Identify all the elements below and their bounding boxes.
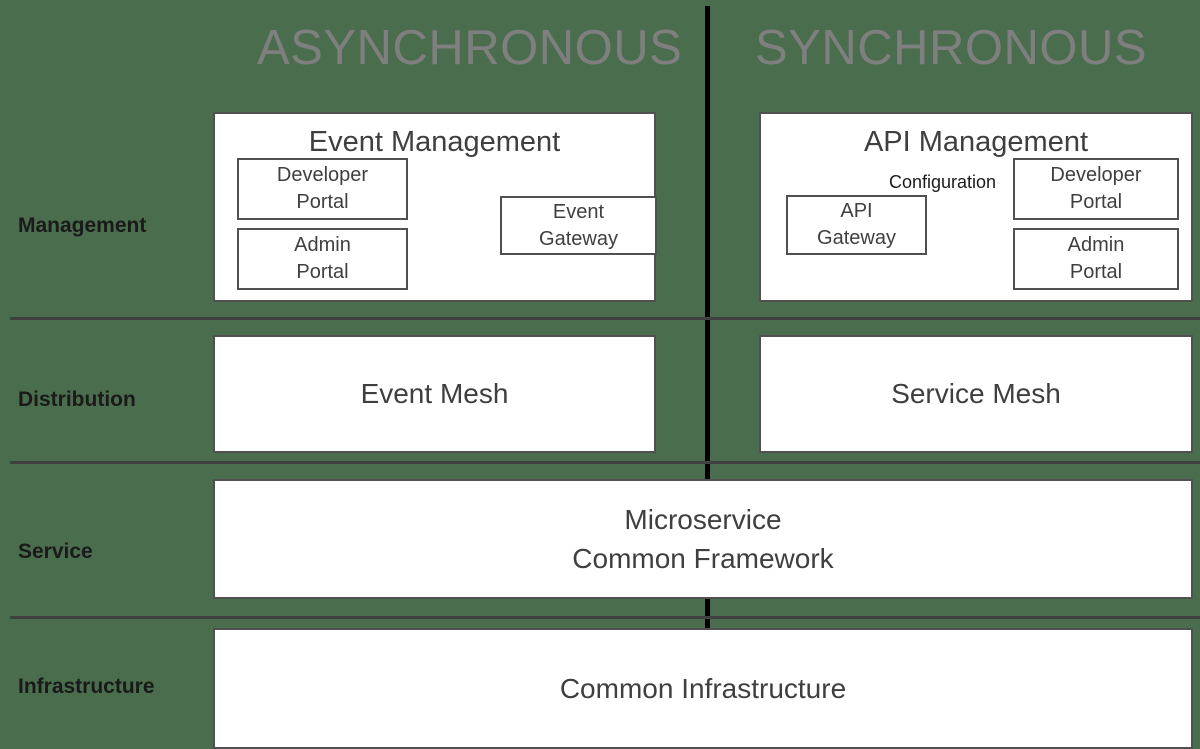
event-developer-portal-label: Developer Portal <box>276 164 369 213</box>
event-mesh-card[interactable]: Event Mesh <box>213 335 656 453</box>
service-mesh-card[interactable]: Service Mesh <box>759 335 1193 453</box>
event-mesh-label: Event Mesh <box>360 378 509 410</box>
api-gateway-label: API Gateway <box>817 200 896 249</box>
event-gateway-label: Event Gateway <box>539 200 618 250</box>
event-gateway-box[interactable]: Event Gateway <box>500 196 657 255</box>
row-label-infrastructure: Infrastructure <box>18 675 155 698</box>
configuration-label: Configuration <box>889 172 997 192</box>
api-admin-portal-box[interactable]: Admin Portal <box>1013 228 1179 290</box>
row-label-service: Service <box>18 540 93 563</box>
microservice-common-framework-label: Microservice Common Framework <box>572 503 834 574</box>
event-admin-portal-label: Admin Portal <box>294 234 351 283</box>
service-mesh-label: Service Mesh <box>891 378 1061 410</box>
common-infrastructure-card[interactable]: Common Infrastructure <box>213 628 1193 749</box>
api-admin-portal-label: Admin Portal <box>1067 234 1125 283</box>
api-gateway-box[interactable]: API Gateway <box>786 195 927 255</box>
event-management-title: Event Management <box>308 126 561 158</box>
row-divider-management-distribution <box>10 317 1200 320</box>
column-header-synchronous: SYNCHRONOUS <box>755 21 1148 75</box>
api-management-card: API Management Configuration API Gateway… <box>759 112 1193 302</box>
common-infrastructure-label: Common Infrastructure <box>559 672 847 704</box>
microservice-common-framework-card[interactable]: Microservice Common Framework <box>213 479 1193 599</box>
event-admin-portal-box[interactable]: Admin Portal <box>237 228 408 290</box>
row-label-distribution: Distribution <box>18 388 136 411</box>
event-developer-portal-box[interactable]: Developer Portal <box>237 158 408 220</box>
api-developer-portal-box[interactable]: Developer Portal <box>1013 158 1179 220</box>
row-label-management: Management <box>18 214 147 237</box>
api-management-title: API Management <box>863 126 1089 158</box>
event-management-card: Event Management Developer Portal Admin … <box>213 112 657 302</box>
row-divider-service-infrastructure <box>10 616 1200 619</box>
column-header-asynchronous: ASYNCHRONOUS <box>257 21 683 75</box>
api-developer-portal-label: Developer Portal <box>1050 164 1142 213</box>
row-divider-distribution-service <box>10 461 1200 464</box>
